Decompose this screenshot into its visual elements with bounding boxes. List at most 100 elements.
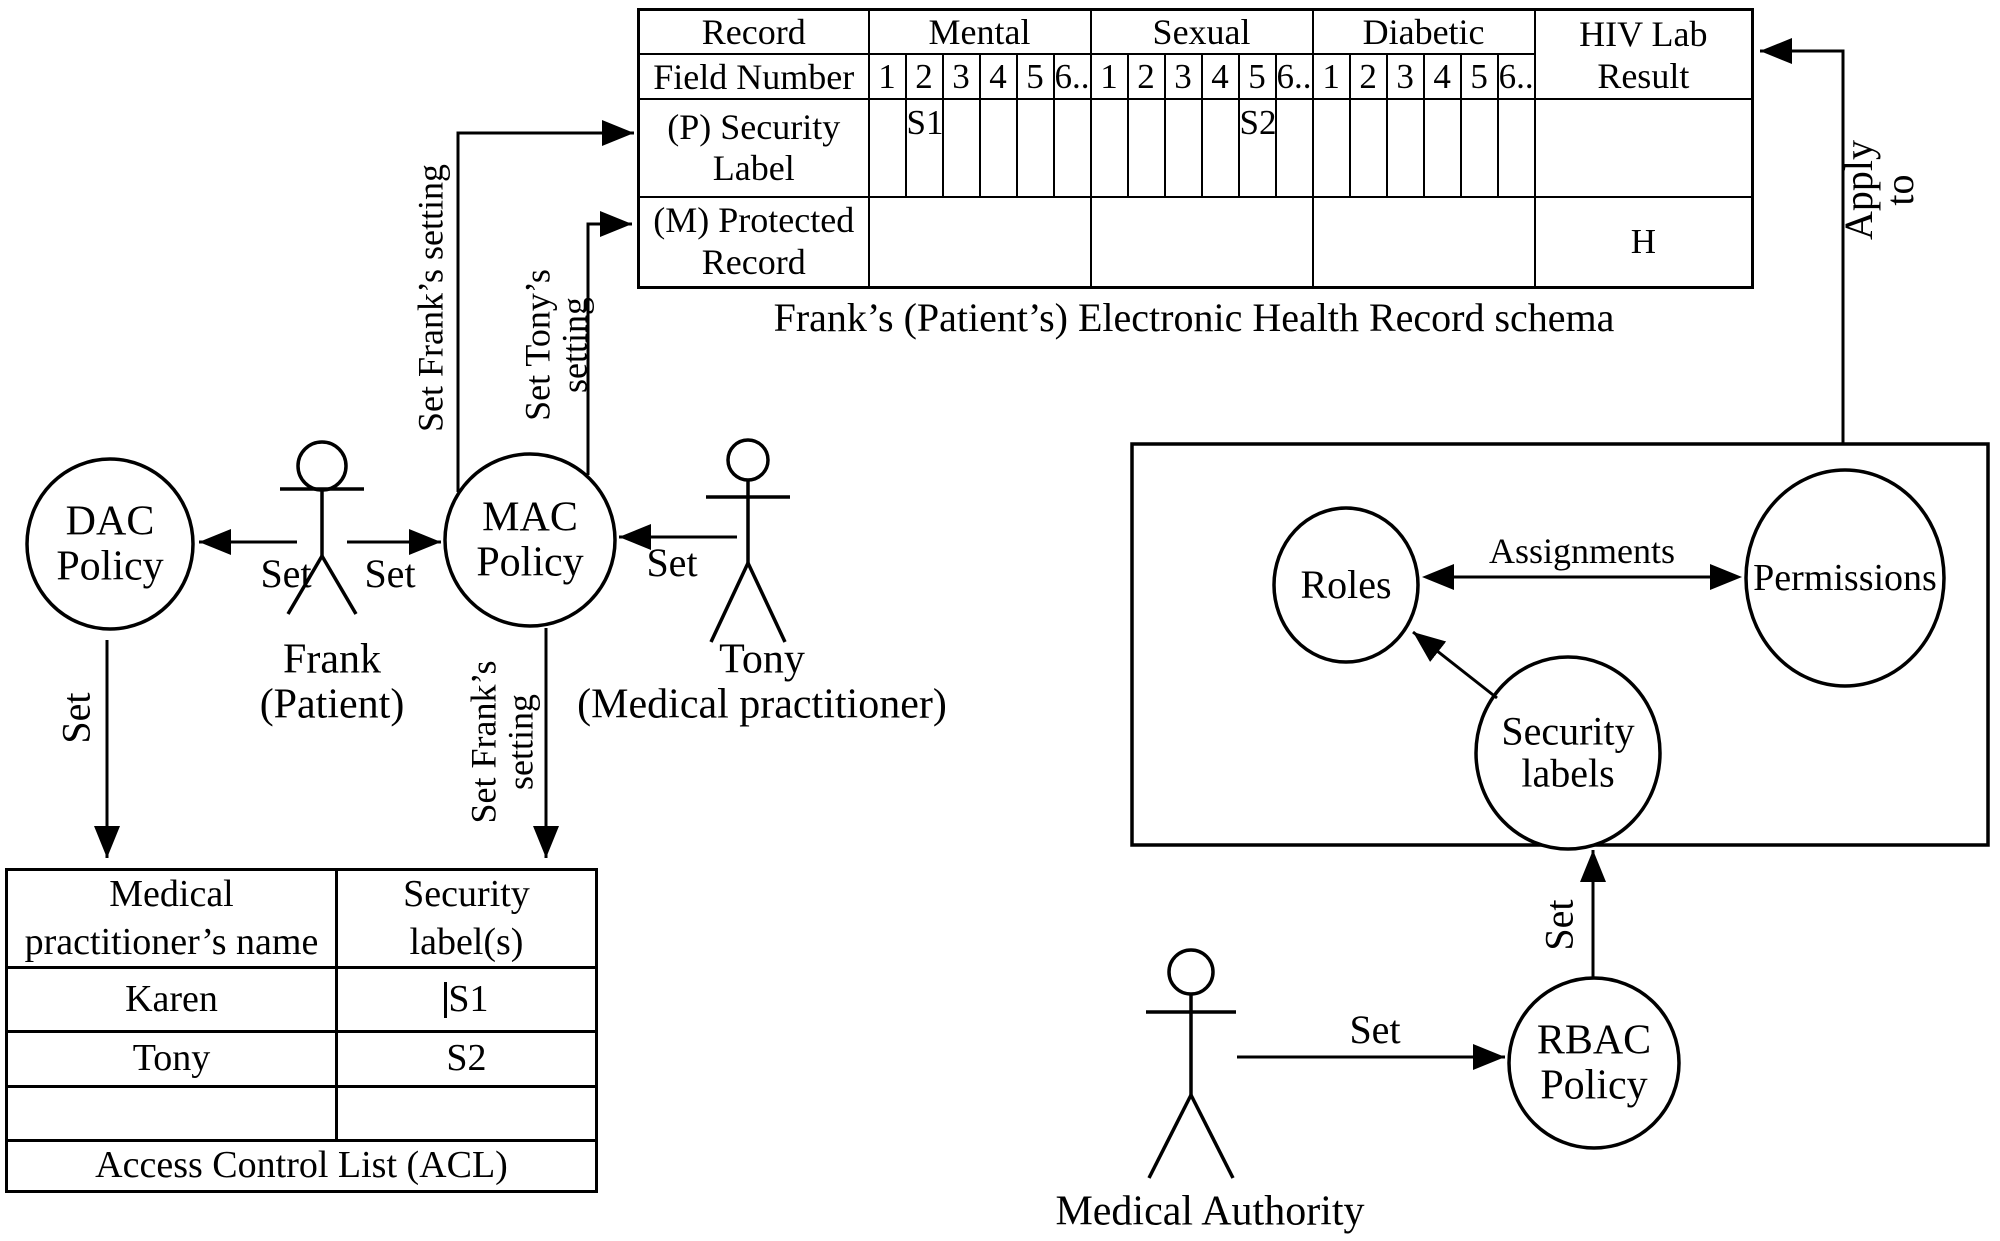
permissions-label: Permissions xyxy=(1753,556,1937,599)
medical-authority-label: Medical Authority xyxy=(1055,1188,1365,1235)
ehr-field-number-cell: 3 xyxy=(1163,53,1203,100)
acl-header-cell: Medical practitioner’s name xyxy=(5,868,338,969)
ehr-hiv-header: HIV Lab Result xyxy=(1533,8,1754,100)
ehr-field-number-cell: 2 xyxy=(1348,53,1388,100)
arrow-security-labels-to-roles xyxy=(1412,630,1498,700)
ehr-field-number-cell: 1 xyxy=(1089,53,1129,100)
ehr-security-label-cell xyxy=(1496,98,1536,198)
permissions-node xyxy=(1744,468,1946,688)
apply-to-label: Apply to xyxy=(1836,140,1922,240)
ehr-security-label-cell xyxy=(1200,98,1240,198)
dac-policy-label: DAC Policy xyxy=(56,498,164,589)
set-franks-setting-label-bottom: Set Frank’s setting xyxy=(463,660,540,824)
acl-data-cell xyxy=(335,1085,598,1142)
ehr-security-label-cell xyxy=(941,98,981,198)
ehr-security-label-cell xyxy=(1348,98,1388,198)
ehr-field-number-cell: 5 xyxy=(1459,53,1499,100)
set-label-frank-dac: Set xyxy=(260,550,312,596)
set-franks-setting-label-top: Set Frank’s setting xyxy=(410,164,451,432)
ehr-hiv-protected-cell: H xyxy=(1533,196,1754,288)
ehr-security-label-cell xyxy=(867,98,907,198)
ehr-row-protected-record: (M) Protected Record H xyxy=(637,196,1754,288)
ehr-field-number-cell: 5 xyxy=(1237,53,1277,100)
set-tonys-setting-label: Set Tony’s setting xyxy=(517,269,594,421)
ehr-protected-cell xyxy=(1089,196,1314,288)
ehr-field-number-header: Field Number xyxy=(637,53,870,100)
text-caret xyxy=(444,981,448,1018)
frank-label: Frank (Patient) xyxy=(259,636,405,727)
roles-label: Roles xyxy=(1300,561,1392,607)
mac-policy-node xyxy=(443,452,617,628)
acl-footer-cell: Access Control List (ACL) xyxy=(5,1139,598,1193)
ehr-field-number-cell: 2 xyxy=(1126,53,1166,100)
ehr-field-number-cell: 4 xyxy=(1200,53,1240,100)
ehr-security-label-cell xyxy=(1126,98,1166,198)
ehr-field-number-cell: 1 xyxy=(867,53,907,100)
arrow-mac-to-security-label-row xyxy=(456,120,634,492)
ehr-security-label-cell xyxy=(978,98,1018,198)
ehr-group-header: Sexual xyxy=(1089,8,1314,55)
ehr-security-label-cell xyxy=(1459,98,1499,198)
ehr-security-label-cell xyxy=(1089,98,1129,198)
ehr-corner-header: Record xyxy=(637,8,870,55)
tony-label: Tony (Medical practitioner) xyxy=(577,636,947,727)
ehr-group-header: Diabetic xyxy=(1311,8,1536,55)
dac-policy-node xyxy=(25,457,195,631)
ehr-security-label-cell xyxy=(1015,98,1055,198)
ehr-field-number-cell: 1 xyxy=(1311,53,1351,100)
set-label-rbac-securitylabels: Set xyxy=(1536,899,1582,951)
medical-authority-person-icon xyxy=(1146,948,1236,1179)
acl-data-row xyxy=(5,1085,598,1142)
rbac-policy-node xyxy=(1507,976,1681,1150)
acl-footer-row: Access Control List (ACL) xyxy=(5,1139,598,1193)
acl-data-cell: Karen xyxy=(5,966,338,1033)
ehr-field-number-cell: 4 xyxy=(1422,53,1462,100)
ehr-field-number-cell: 6.. xyxy=(1052,53,1092,100)
ehr-field-number-cell: 6.. xyxy=(1274,53,1314,100)
assignments-left-arrowhead xyxy=(1422,564,1454,590)
set-label-dac-acl: Set xyxy=(53,692,99,744)
ehr-field-number-cell: 2 xyxy=(904,53,944,100)
ehr-protected-cell xyxy=(867,196,1092,288)
ehr-security-label-cell xyxy=(1385,98,1425,198)
arrow-mac-to-protected-record-row xyxy=(586,211,632,475)
security-labels-label: Security labels xyxy=(1501,708,1635,796)
rbac-policy-label: RBAC Policy xyxy=(1536,1017,1652,1108)
ehr-hiv-security-cell xyxy=(1533,98,1754,198)
security-labels-node xyxy=(1474,655,1662,851)
ehr-security-label-cell xyxy=(1052,98,1092,198)
ehr-field-number-cell: 3 xyxy=(1385,53,1425,100)
ehr-field-number-cell: 3 xyxy=(941,53,981,100)
ehr-protected-cell xyxy=(1311,196,1536,288)
ehr-security-label-cell xyxy=(1422,98,1462,198)
ehr-field-number-cell: 6.. xyxy=(1496,53,1536,100)
ehr-caption: Frank’s (Patient’s) Electronic Health Re… xyxy=(773,295,1615,340)
acl-data-cell: S2 xyxy=(335,1030,598,1088)
acl-data-cell: S1 xyxy=(335,966,598,1033)
ehr-field-number-cell: 4 xyxy=(978,53,1018,100)
assignments-label: Assignments xyxy=(1488,530,1676,571)
assignments-right-arrowhead xyxy=(1710,564,1742,590)
ehr-protected-row-label: (M) Protected Record xyxy=(637,196,870,288)
set-label-tony-mac: Set xyxy=(646,539,698,585)
acl-data-cell: Tony xyxy=(5,1030,338,1088)
acl-data-cell xyxy=(5,1085,338,1142)
ehr-group-header: Mental xyxy=(867,8,1092,55)
mac-policy-label: MAC Policy xyxy=(476,494,584,585)
roles-node xyxy=(1272,506,1420,664)
ehr-security-label-cell: S2 xyxy=(1237,98,1277,198)
acl-header-cell: Security label(s) xyxy=(335,868,598,969)
ehr-security-label-cell xyxy=(1274,98,1314,198)
arrow-rbac-box-to-hiv-column xyxy=(1760,38,1845,444)
ehr-security-label-cell xyxy=(1311,98,1351,198)
ehr-security-label-cell: S1 xyxy=(904,98,944,198)
tony-person-icon xyxy=(706,438,790,643)
